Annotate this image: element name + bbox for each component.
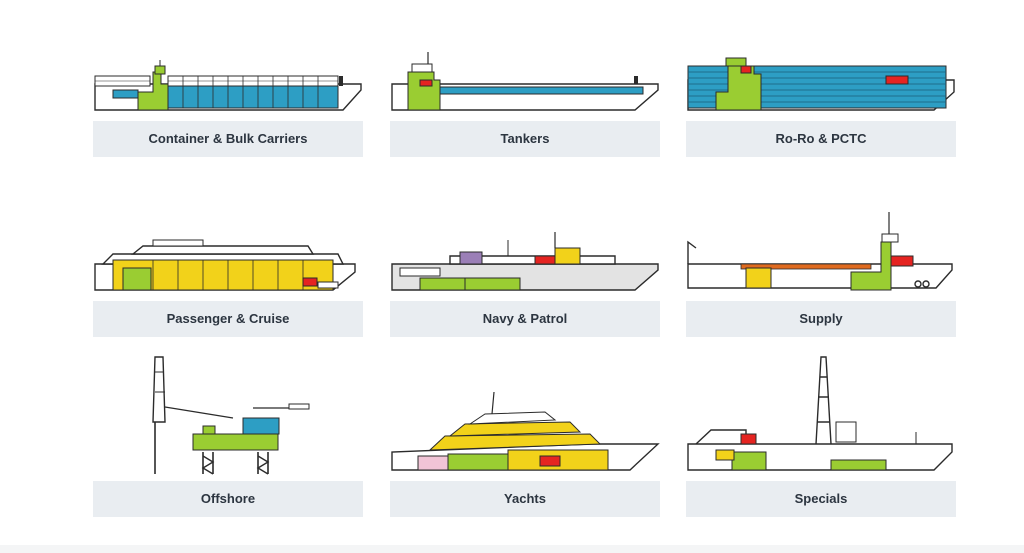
page-footer-strip xyxy=(0,545,1024,553)
category-label: Passenger & Cruise xyxy=(93,301,363,337)
category-label: Yachts xyxy=(390,481,660,517)
yacht-icon xyxy=(391,391,660,471)
category-card-navy[interactable]: Navy & Patrol xyxy=(390,172,660,337)
category-label: Specials xyxy=(686,481,956,517)
supply-vessel-icon xyxy=(687,212,953,291)
category-card-container[interactable]: Container & Bulk Carriers xyxy=(93,0,363,157)
container-ship-icon xyxy=(94,60,362,111)
offshore-rig-icon xyxy=(152,356,310,475)
roro-ship-icon xyxy=(687,57,955,111)
category-card-passenger[interactable]: Passenger & Cruise xyxy=(93,172,363,337)
category-card-roro[interactable]: Ro-Ro & PCTC xyxy=(686,0,956,157)
category-label: Navy & Patrol xyxy=(390,301,660,337)
tanker-icon xyxy=(391,52,659,111)
category-card-supply[interactable]: Supply xyxy=(686,172,956,337)
category-card-specials[interactable]: Specials xyxy=(686,352,956,517)
category-label: Supply xyxy=(686,301,956,337)
category-card-yachts[interactable]: Yachts xyxy=(390,352,660,517)
category-label: Offshore xyxy=(93,481,363,517)
cruise-ship-icon xyxy=(94,239,356,291)
category-card-tankers[interactable]: Tankers xyxy=(390,0,660,157)
navy-ship-icon xyxy=(391,232,659,291)
category-label: Container & Bulk Carriers xyxy=(93,121,363,157)
special-vessel-icon xyxy=(687,356,953,471)
category-label: Ro-Ro & PCTC xyxy=(686,121,956,157)
category-card-offshore[interactable]: Offshore xyxy=(93,352,363,517)
category-label: Tankers xyxy=(390,121,660,157)
